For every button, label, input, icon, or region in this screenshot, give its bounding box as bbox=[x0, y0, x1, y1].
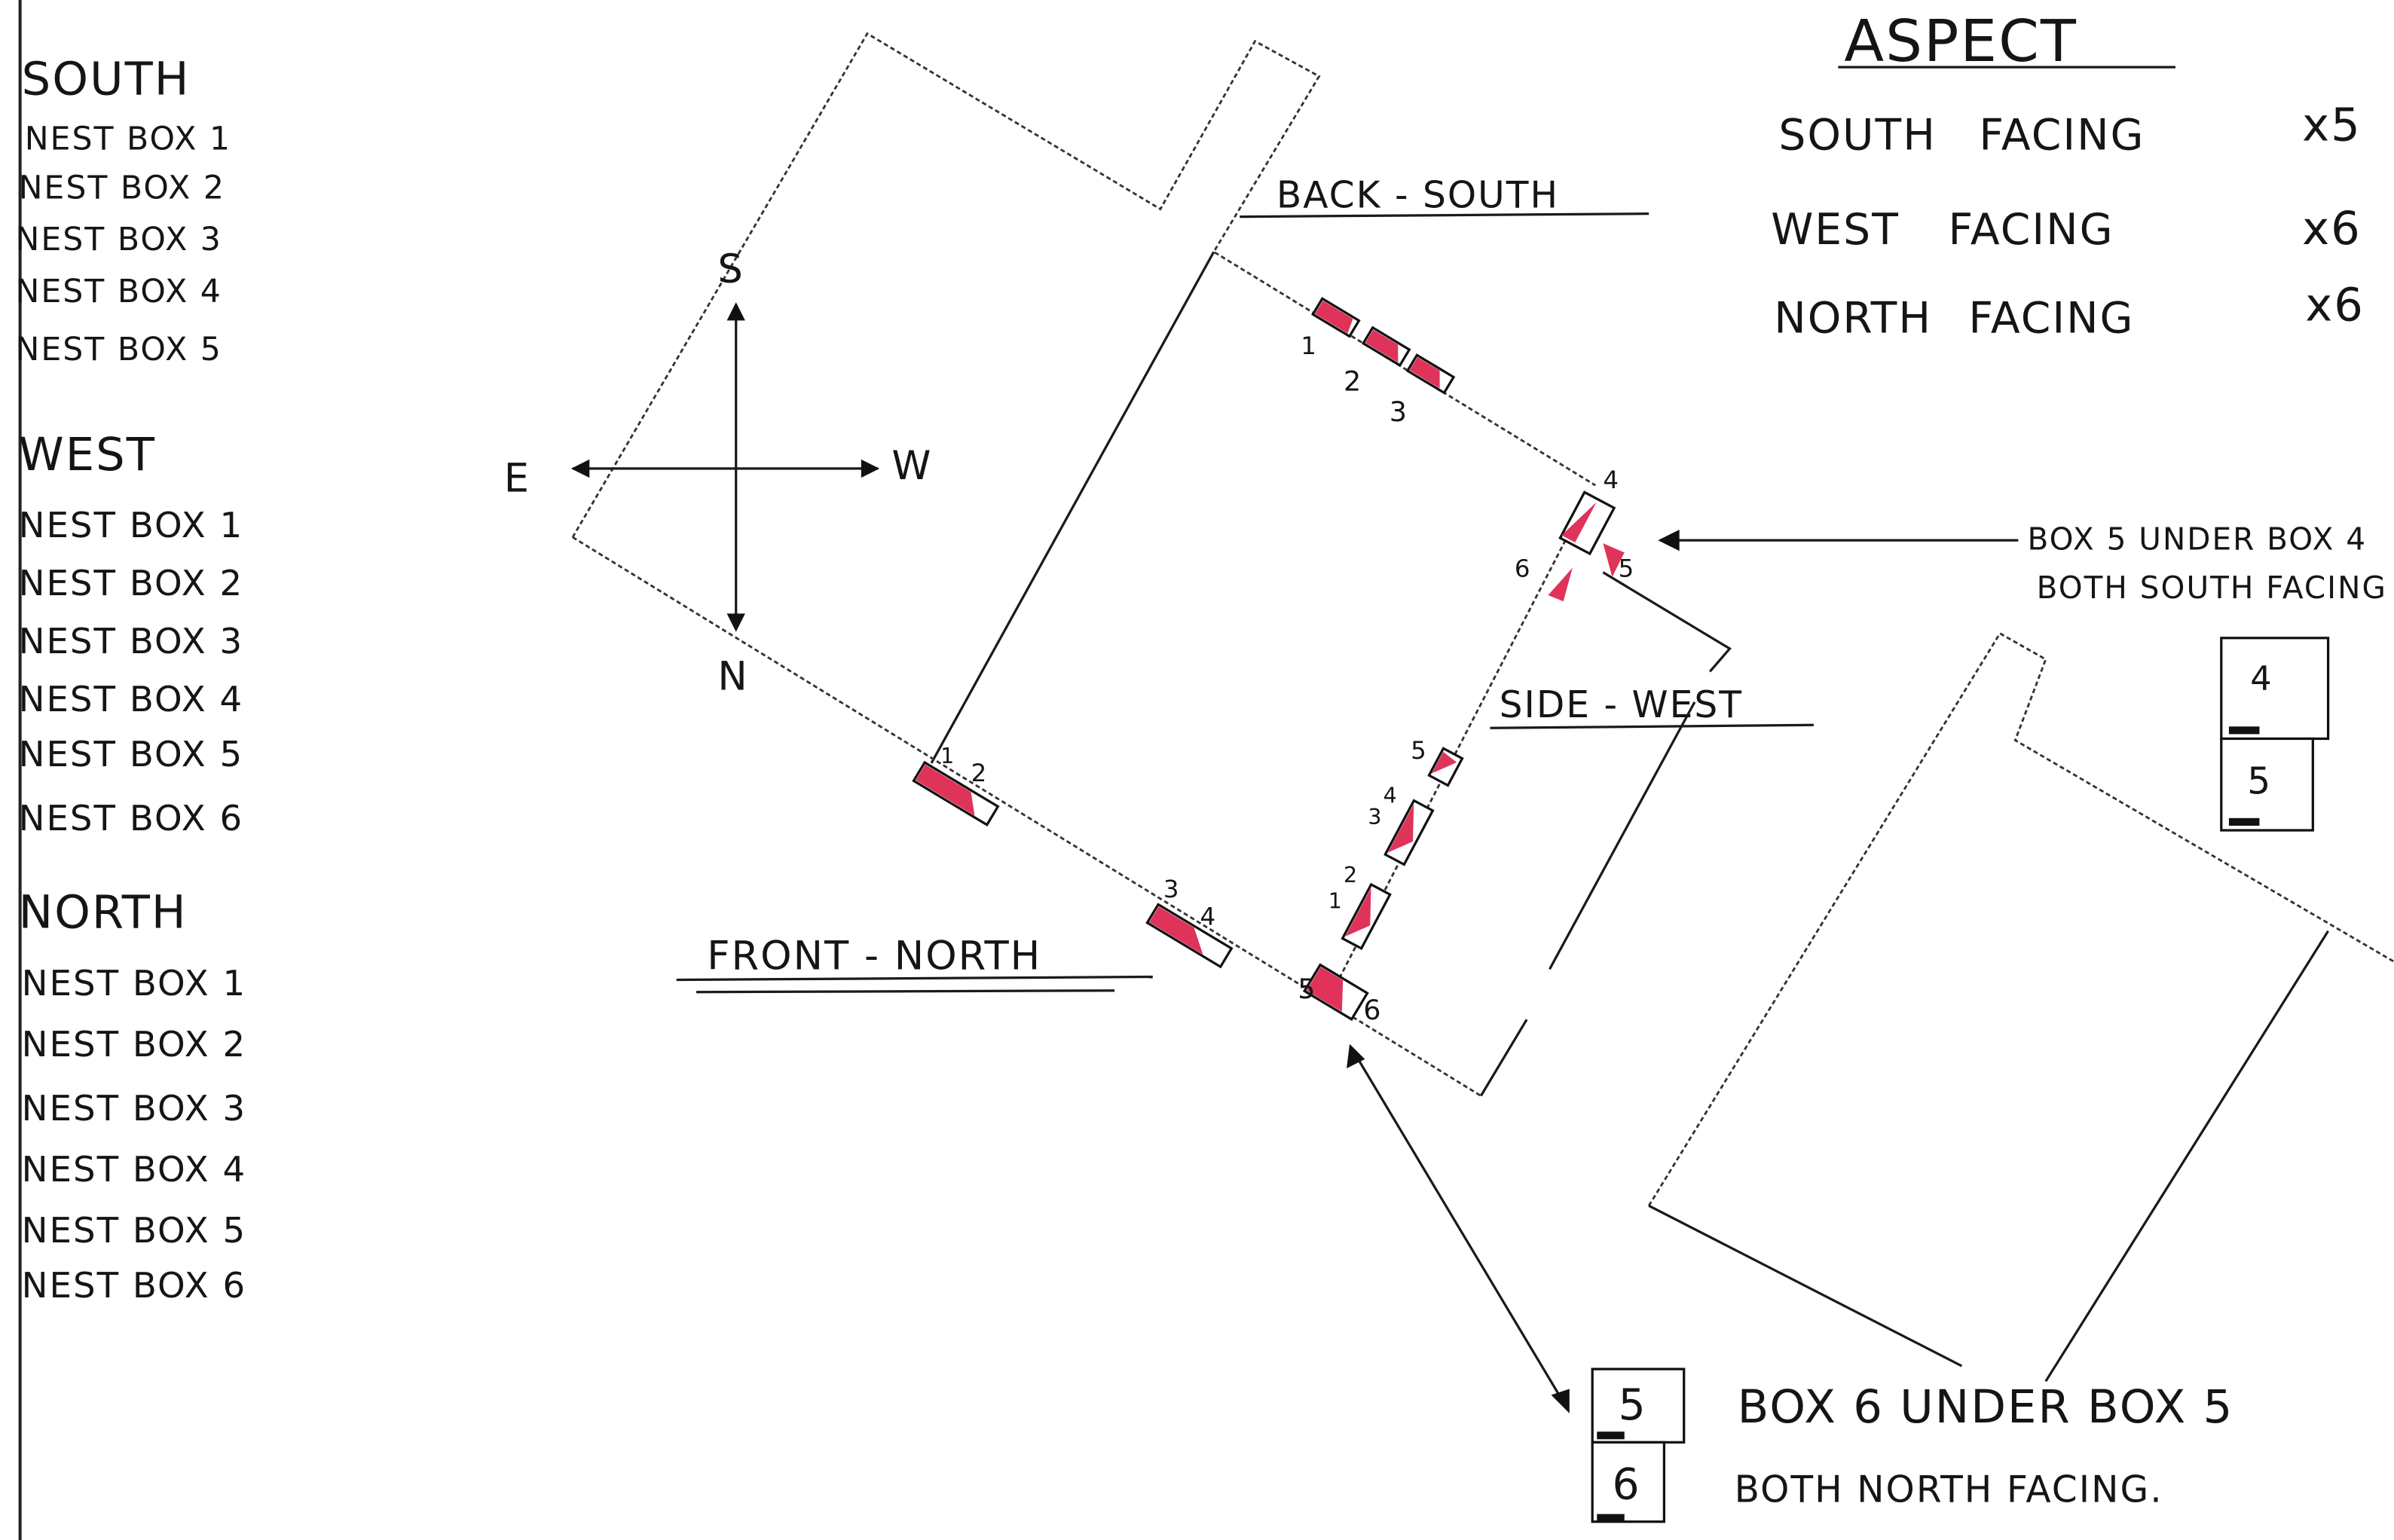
box-number-label: 1 bbox=[1328, 888, 1344, 913]
stack-box-lower bbox=[2220, 737, 2314, 832]
compass: S N E W bbox=[504, 246, 932, 700]
legend-item: NEST BOX 2 bbox=[22, 1024, 247, 1065]
legend-item: NEST BOX 4 bbox=[16, 273, 222, 310]
legend-west: WEST NEST BOX 1 NEST BOX 2 NEST BOX 3 NE… bbox=[19, 429, 244, 839]
legend-south: SOUTH NEST BOX 1 NEST BOX 2 NEST BOX 3 N… bbox=[16, 53, 231, 368]
nest-box bbox=[912, 760, 1000, 827]
wall-label-front-north: FRONT - NORTH bbox=[707, 933, 1041, 979]
wall-label-back-south: BACK - SOUTH bbox=[1276, 175, 1559, 217]
note-text: BOTH SOUTH FACING bbox=[2037, 570, 2387, 606]
legend-heading-south: SOUTH bbox=[22, 53, 191, 106]
box-number-label: 1 bbox=[1301, 332, 1318, 360]
side-wall-nest-boxes: 1 2 3 4 5 bbox=[1328, 736, 1464, 951]
legend-item: NEST BOX 3 bbox=[22, 1088, 247, 1129]
building-outline bbox=[571, 32, 2394, 1383]
legend-item: NEST BOX 2 bbox=[19, 563, 244, 603]
box-number-label: 1 bbox=[940, 744, 955, 768]
box-number-label: 6 bbox=[1515, 555, 1532, 583]
box-number-label: 6 bbox=[1363, 994, 1382, 1026]
nest-box bbox=[1603, 543, 1625, 577]
south-stack-note: BOX 5 UNDER BOX 4 BOTH SOUTH FACING 4 5 bbox=[1658, 521, 2387, 832]
stack-box-upper bbox=[2220, 637, 2330, 741]
nest-box bbox=[1145, 903, 1234, 969]
nest-box bbox=[1311, 297, 1361, 338]
arrow-head-icon bbox=[1658, 529, 1680, 552]
nest-box bbox=[1302, 963, 1369, 1022]
arrow-line bbox=[1351, 1049, 1568, 1408]
legend-north: NORTH NEST BOX 1 NEST BOX 2 NEST BOX 3 N… bbox=[19, 887, 247, 1306]
stack-box-lower bbox=[1591, 1441, 1666, 1523]
legend-item: NEST BOX 1 bbox=[22, 963, 247, 1004]
compass-label-n: N bbox=[717, 654, 748, 700]
legend-item: NEST BOX 5 bbox=[19, 734, 244, 775]
aspect-label: WEST FACING bbox=[1771, 205, 2114, 255]
legend-heading-north: NORTH bbox=[19, 887, 188, 940]
box-number-label: 3 bbox=[1390, 396, 1408, 428]
legend-item: NEST BOX 4 bbox=[19, 679, 244, 720]
box-number-label: 3 bbox=[1163, 875, 1181, 903]
aspect-label: NORTH FACING bbox=[1774, 294, 2134, 344]
box-number-label: 2 bbox=[1344, 863, 1359, 888]
nest-box bbox=[1405, 353, 1456, 395]
aspect-label: SOUTH FACING bbox=[1778, 111, 2145, 160]
nest-box bbox=[1558, 490, 1616, 556]
legend-item: NEST BOX 3 bbox=[16, 222, 222, 258]
box-number-label: 5 bbox=[1619, 555, 1636, 583]
legend-item: NEST BOX 5 bbox=[22, 1210, 247, 1251]
compass-label-e: E bbox=[504, 455, 530, 501]
stack-box-upper bbox=[1591, 1367, 1686, 1444]
wall-label-side-west: SIDE - WEST bbox=[1500, 684, 1743, 726]
compass-label-w: W bbox=[891, 443, 932, 489]
legend-item: NEST BOX 1 bbox=[19, 505, 244, 545]
legend-item: NEST BOX 2 bbox=[19, 170, 225, 206]
box-number-label: 2 bbox=[1344, 365, 1362, 398]
nest-box bbox=[1361, 325, 1411, 368]
aspect-count: x5 bbox=[2302, 99, 2362, 151]
box-number-label: 5 bbox=[1411, 736, 1428, 765]
box-number-label: 4 bbox=[1384, 784, 1399, 808]
front-wall-nest-boxes: 1 2 3 4 5 6 bbox=[912, 744, 1382, 1026]
aspect-panel: ASPECT SOUTH FACING x5 WEST FACING x6 NO… bbox=[1771, 8, 2365, 344]
legend-item: NEST BOX 3 bbox=[19, 621, 244, 662]
back-wall-nest-boxes: 1 2 3 4 5 6 bbox=[1301, 297, 1636, 602]
box-number-label: 4 bbox=[1200, 903, 1218, 931]
box-number-label: 5 bbox=[1298, 973, 1316, 1005]
legend-item: NEST BOX 4 bbox=[22, 1149, 247, 1190]
legend-heading-west: WEST bbox=[19, 429, 156, 481]
legend-item: NEST BOX 6 bbox=[19, 798, 244, 839]
legend-item: NEST BOX 6 bbox=[22, 1265, 247, 1306]
box-number-label: 6 bbox=[1613, 1459, 1641, 1509]
box-number-label: 5 bbox=[2247, 760, 2272, 802]
box-number-label: 4 bbox=[2250, 659, 2273, 698]
north-stack-note: 5 6 BOX 6 UNDER BOX 5 BOTH NORTH FACING. bbox=[1347, 1043, 2234, 1523]
note-text: BOX 6 UNDER BOX 5 bbox=[1738, 1381, 2234, 1434]
box-number-label: 3 bbox=[1368, 805, 1383, 830]
aspect-count: x6 bbox=[2302, 203, 2362, 255]
aspect-count: x6 bbox=[2305, 279, 2365, 332]
box-number-label: 4 bbox=[1603, 466, 1620, 494]
nest-box bbox=[1427, 747, 1464, 787]
aspect-title: ASPECT bbox=[1844, 8, 2077, 75]
nest-box bbox=[1384, 799, 1435, 866]
box-number-label: 2 bbox=[971, 759, 989, 787]
compass-label-s: S bbox=[717, 246, 744, 292]
legend-item: NEST BOX 5 bbox=[16, 332, 222, 368]
note-text: BOTH NORTH FACING. bbox=[1735, 1468, 2163, 1511]
nest-box bbox=[1341, 882, 1392, 951]
note-text: BOX 5 UNDER BOX 4 bbox=[2028, 521, 2368, 557]
box-number-label: 5 bbox=[1619, 1380, 1647, 1430]
legend-item: NEST BOX 1 bbox=[25, 121, 231, 158]
nest-box bbox=[1548, 567, 1573, 602]
